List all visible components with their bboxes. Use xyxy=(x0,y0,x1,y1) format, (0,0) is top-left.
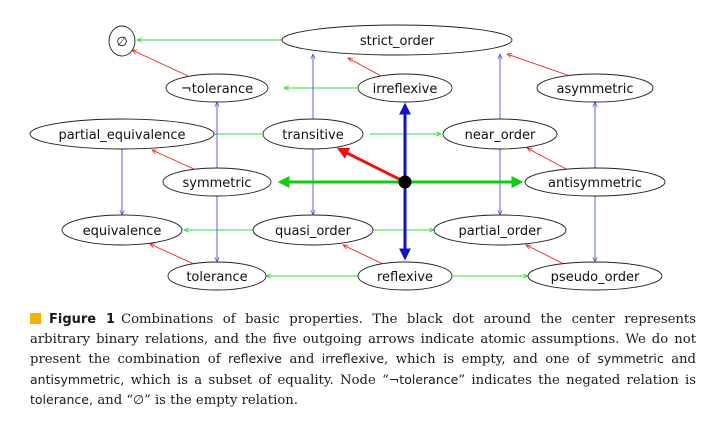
caption-text: and xyxy=(281,352,322,367)
caption-term: ∅ xyxy=(133,392,145,407)
edge-antisymmetric-to-near-order xyxy=(527,148,569,171)
svg-text:tolerance: tolerance xyxy=(186,270,247,285)
svg-text:∅: ∅ xyxy=(116,35,127,50)
caption-marker xyxy=(30,313,41,324)
svg-text:pseudo_order: pseudo_order xyxy=(551,270,640,285)
node-reflexive: reflexive xyxy=(357,261,453,291)
node-tolerance: tolerance xyxy=(167,261,267,291)
caption-term: symmetric xyxy=(597,351,664,366)
edge-reflexive-to-quasi-order xyxy=(343,244,384,265)
svg-text:strict_order: strict_order xyxy=(360,34,435,49)
caption-text: , which is a subset of equality. Node “ xyxy=(120,372,389,388)
svg-text:equivalence: equivalence xyxy=(83,224,162,239)
node-not-tolerance: ¬tolerance xyxy=(165,73,269,103)
caption-term: antisymmetric xyxy=(30,371,121,387)
node-equivalence: equivalence xyxy=(61,214,183,246)
atomic-arrow-transitive xyxy=(336,147,406,184)
arbitrary-relation-dot xyxy=(398,175,412,189)
caption-term: ¬tolerance xyxy=(388,371,459,387)
node-emptyset: ∅ xyxy=(108,25,136,57)
relation-diagram: ∅ strict_order ¬tolerance irreflexive as… xyxy=(29,24,666,291)
svg-text:quasi_order: quasi_order xyxy=(275,224,352,239)
node-near-order: near_order xyxy=(442,118,558,150)
caption-text: Combinations of basic properties. The bl… xyxy=(30,312,696,367)
caption-text: ” is the empty relation. xyxy=(144,393,298,408)
caption-text: and xyxy=(663,352,696,367)
svg-text:antisymmetric: antisymmetric xyxy=(548,176,642,191)
svg-text:transitive: transitive xyxy=(282,128,343,143)
edge-asymmetric-to-strict-order xyxy=(507,54,571,77)
atomic-arrows xyxy=(277,102,524,261)
svg-text:symmetric: symmetric xyxy=(183,176,252,191)
caption-text: , and “ xyxy=(89,393,134,408)
node-antisymmetric: antisymmetric xyxy=(524,167,666,197)
edge-irreflexive-to-strict-order xyxy=(348,58,384,78)
node-irreflexive: irreflexive xyxy=(357,73,453,103)
figure-label: Figure 1 xyxy=(49,312,116,327)
node-asymmetric: asymmetric xyxy=(536,73,654,103)
svg-text:near_order: near_order xyxy=(465,128,536,143)
node-strict-order: strict_order xyxy=(281,24,513,56)
node-pseudo-order: pseudo_order xyxy=(527,261,663,291)
edge-pseudo-order-to-partial-order xyxy=(526,245,567,266)
svg-text:reflexive: reflexive xyxy=(377,270,433,285)
edges xyxy=(122,40,595,276)
svg-text:partial_equivalence: partial_equivalence xyxy=(58,128,185,143)
svg-text:¬tolerance: ¬tolerance xyxy=(181,82,253,97)
node-partial-order: partial_order xyxy=(433,214,567,246)
caption-text: ” indicates the negated relation is xyxy=(458,372,696,388)
caption-term: reflexive xyxy=(228,351,282,366)
caption-text: , which is empty, and one of xyxy=(384,352,598,367)
edge-not-tolerance-to-empty xyxy=(132,49,189,77)
svg-text:asymmetric: asymmetric xyxy=(557,82,634,97)
node-transitive: transitive xyxy=(262,118,364,150)
svg-text:partial_order: partial_order xyxy=(458,224,542,239)
caption-term: irreflexive xyxy=(321,351,385,366)
edge-symmetric-to-partial-equivalence xyxy=(152,149,197,171)
nodes: ∅ strict_order ¬tolerance irreflexive as… xyxy=(29,24,666,291)
edge-tolerance-to-equivalence xyxy=(150,243,197,266)
svg-text:irreflexive: irreflexive xyxy=(373,82,438,97)
node-symmetric: symmetric xyxy=(162,167,272,197)
node-quasi-order: quasi_order xyxy=(252,214,374,246)
node-partial-equivalence: partial_equivalence xyxy=(29,118,215,150)
caption-term: tolerance xyxy=(30,392,89,407)
